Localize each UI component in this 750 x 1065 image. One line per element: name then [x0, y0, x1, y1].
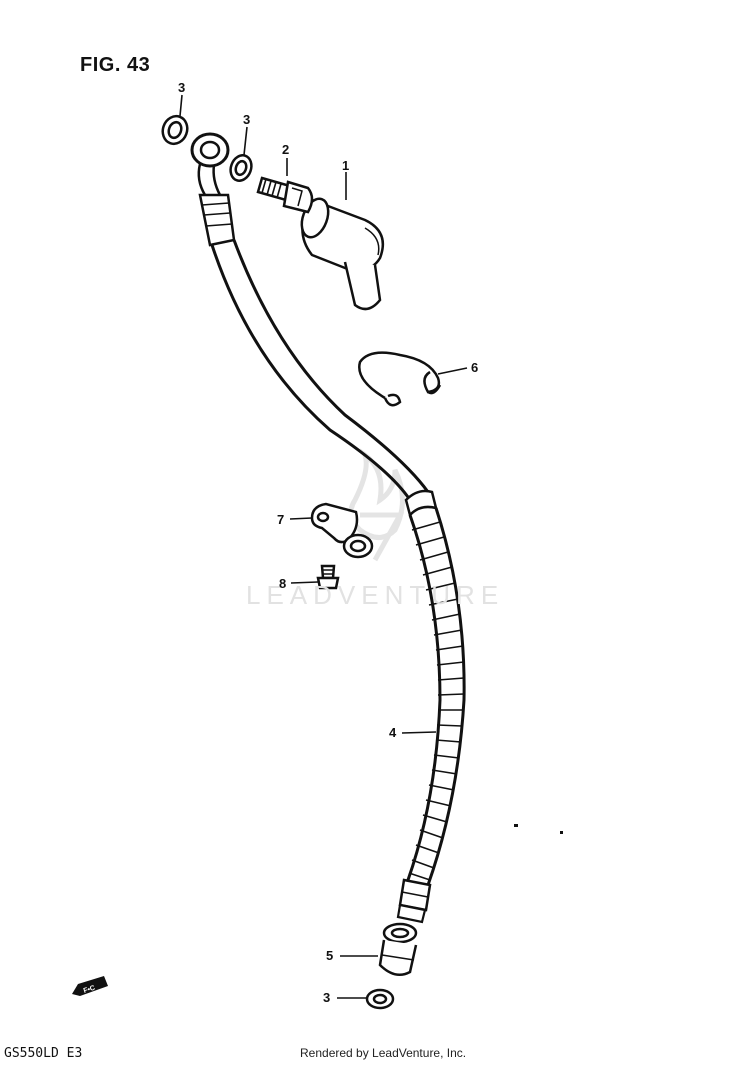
callout-3-top-left: 3	[178, 80, 186, 95]
front-arrow-icon: F•C	[72, 976, 108, 996]
callout-3-top-right: 3	[243, 112, 251, 127]
callout-7: 7	[277, 512, 285, 527]
callout-3-bottom: 3	[323, 990, 331, 1005]
callout-1: 1	[342, 158, 350, 173]
part-7-hose-guide	[310, 502, 374, 559]
part-2-union-bolt	[256, 176, 314, 214]
front-marker-label: F•C	[83, 985, 96, 995]
part-3-washer-top-right	[229, 154, 253, 182]
scan-specks	[514, 824, 563, 834]
figure-title: FIG. 43	[80, 54, 151, 76]
render-credit: Rendered by LeadVenture, Inc.	[300, 1046, 467, 1060]
callout-5: 5	[326, 948, 334, 963]
part-8-screw	[316, 564, 340, 590]
model-code: GS550LD E3	[4, 1046, 83, 1061]
callout-2: 2	[282, 142, 290, 157]
part-5-nut	[378, 922, 418, 977]
leader-lines	[179, 94, 468, 999]
part-3-washer-top-left	[161, 114, 189, 146]
watermark-text: LEADVENTURE	[246, 580, 505, 610]
callout-8: 8	[279, 576, 287, 591]
part-4-brake-hose	[190, 132, 466, 924]
callout-6: 6	[471, 360, 479, 375]
part-6-clamp	[358, 351, 442, 407]
callout-4: 4	[389, 725, 397, 740]
part-3-washer-bottom	[365, 988, 395, 1010]
part-1-union-fitting	[300, 197, 385, 311]
